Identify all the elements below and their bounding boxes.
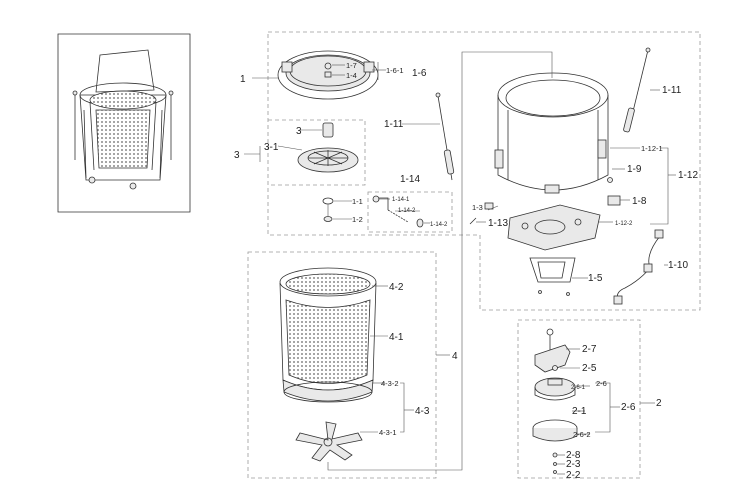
label-1-7: 1-7 (346, 61, 357, 70)
label-2-6-2: 2-6-2 (573, 430, 591, 439)
label-1-14: 1-14 (400, 174, 420, 185)
label-1-12-1: 1-12-1 (641, 144, 663, 153)
label-1-11-b: 1-11 (662, 85, 682, 96)
label-4: 4 (452, 351, 458, 362)
label-2-6: 2-6 (621, 402, 636, 413)
label-1-12: 1-12 (678, 170, 698, 181)
overview-inset (57, 33, 191, 213)
lid-assembly (277, 50, 379, 100)
clutch-motor-assembly (532, 328, 578, 474)
label-4-3: 4-3 (415, 406, 430, 417)
label-1-13: 1-13 (488, 218, 508, 229)
outer-tub (469, 72, 621, 296)
suspension-rods (435, 47, 651, 181)
label-1-14-2-a: 1-14-2 (398, 208, 416, 214)
label-2-8: 2-8 (566, 450, 581, 461)
label-2-6-small: 2-6 (596, 379, 607, 388)
label-4-3-1: 4-3-1 (379, 428, 397, 437)
label-1-8: 1-8 (632, 196, 647, 207)
label-1-1: 1-1 (352, 197, 363, 206)
label-1-6-1: 1-6-1 (386, 66, 404, 75)
label-4-2: 4-2 (389, 282, 404, 293)
label-4-1: 4-1 (389, 332, 404, 343)
label-1-2: 1-2 (352, 215, 363, 224)
group-boxes (247, 31, 701, 479)
label-3-top: 3 (296, 126, 302, 137)
wire-harness (613, 229, 664, 305)
label-1-4: 1-4 (346, 71, 357, 80)
label-2-5: 2-5 (582, 363, 597, 374)
label-2-2: 2-2 (566, 470, 581, 481)
label-2-6-1: 2-6-1 (571, 385, 586, 391)
label-3-1: 3-1 (264, 142, 279, 153)
label-2-3: 2-3 (566, 459, 581, 470)
label-3: 3 (234, 150, 240, 161)
label-2-1: 2-1 (572, 406, 587, 417)
label-2: 2 (656, 398, 662, 409)
label-1-3: 1-3 (472, 203, 483, 212)
leader-lines (244, 51, 676, 475)
label-2-7: 2-7 (582, 344, 597, 355)
label-1-14-1: 1-14-1 (392, 197, 410, 203)
label-1-11-a: 1-11 (384, 119, 404, 130)
part-labels: 1 1-7 1-4 1-6-1 1-6 3 3 3-1 1-1 1-2 1-14… (234, 61, 698, 481)
label-1-6: 1-6 (412, 68, 427, 79)
label-1: 1 (240, 74, 246, 85)
label-1-12-2: 1-12-2 (615, 221, 633, 227)
inner-basket (279, 267, 377, 462)
label-4-3-2: 4-3-2 (381, 379, 399, 388)
label-1-10: 1-10 (668, 260, 688, 271)
label-1-5: 1-5 (588, 273, 603, 284)
label-1-9: 1-9 (627, 164, 642, 175)
overview-washer-icon (72, 49, 174, 190)
pulsator-assembly (297, 122, 359, 222)
label-1-14-2-b: 1-14-2 (430, 222, 448, 228)
